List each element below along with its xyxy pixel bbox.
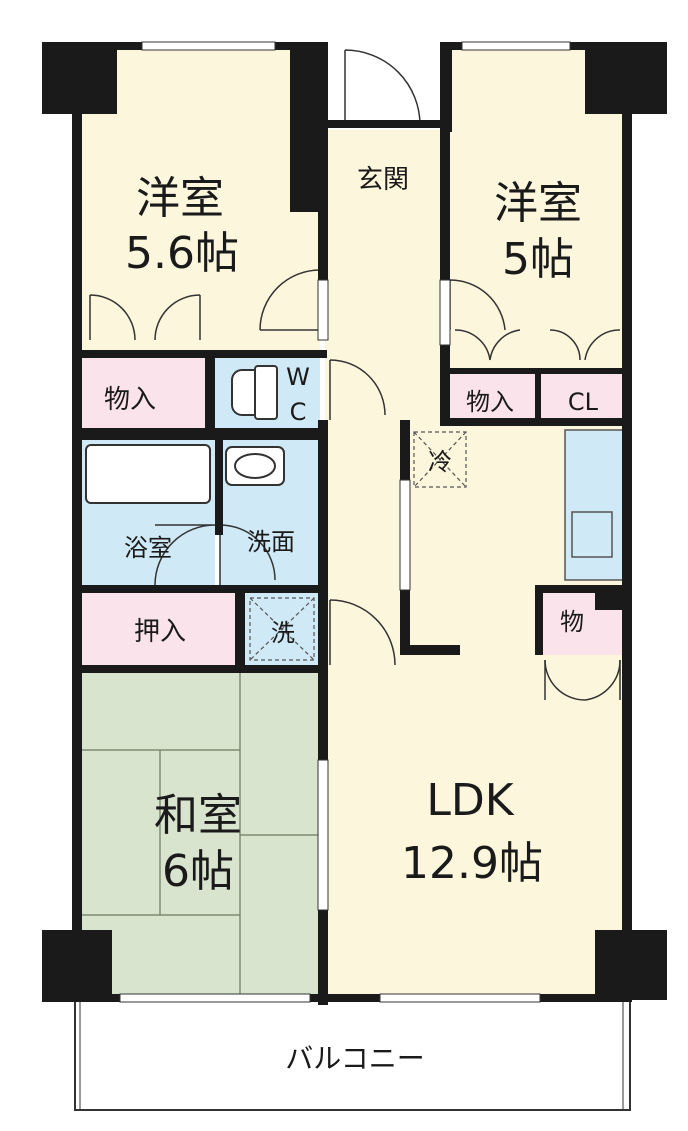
western-room-2-size: 5帖 — [502, 234, 574, 285]
bathtub-icon — [85, 444, 211, 504]
storage-3-label: 物 — [560, 608, 584, 636]
washroom-label: 洗面 — [247, 528, 295, 556]
entrance-label: 玄関 — [357, 165, 409, 195]
closet-label: CL — [568, 388, 599, 416]
windows — [119, 41, 571, 1003]
western-room-2-name: 洋室 — [494, 178, 582, 229]
washitsu-fill — [80, 672, 320, 995]
storage-1-fill — [80, 358, 212, 428]
kitchen-counter-icon — [571, 511, 613, 558]
walls — [42, 42, 667, 1005]
ldk-size: 12.9帖 — [401, 838, 543, 889]
entrance-fill — [325, 130, 445, 220]
western-room-1-name: 洋室 — [136, 173, 224, 224]
balcony-label: バルコニー — [285, 1042, 424, 1075]
laundry-label: 洗 — [271, 619, 295, 647]
sink-icon — [225, 446, 285, 486]
storage-2-label: 物入 — [466, 388, 514, 416]
washitsu-size: 6帖 — [162, 846, 234, 897]
oshiire-fill — [80, 592, 240, 667]
western-room-1-size: 5.6帖 — [125, 228, 239, 279]
washing-machine-icon — [249, 597, 315, 661]
oshiire-label: 押入 — [134, 617, 186, 647]
closet-fill — [540, 372, 627, 422]
fridge-icon — [413, 431, 467, 488]
wc-c-label: C — [290, 398, 307, 426]
toilet-icon — [231, 365, 278, 420]
kitchen-counter-fill — [564, 429, 624, 581]
storage-2-fill — [447, 372, 535, 422]
balcony — [74, 999, 631, 1111]
bath-label: 浴室 — [124, 534, 172, 562]
tatami-lines — [80, 672, 320, 995]
washitsu-name: 和室 — [154, 790, 242, 841]
ldk-name: LDK — [426, 775, 514, 826]
wc-w-label: W — [286, 363, 310, 391]
storage-1-label: 物入 — [104, 385, 156, 415]
fridge-label: 冷 — [428, 448, 452, 476]
